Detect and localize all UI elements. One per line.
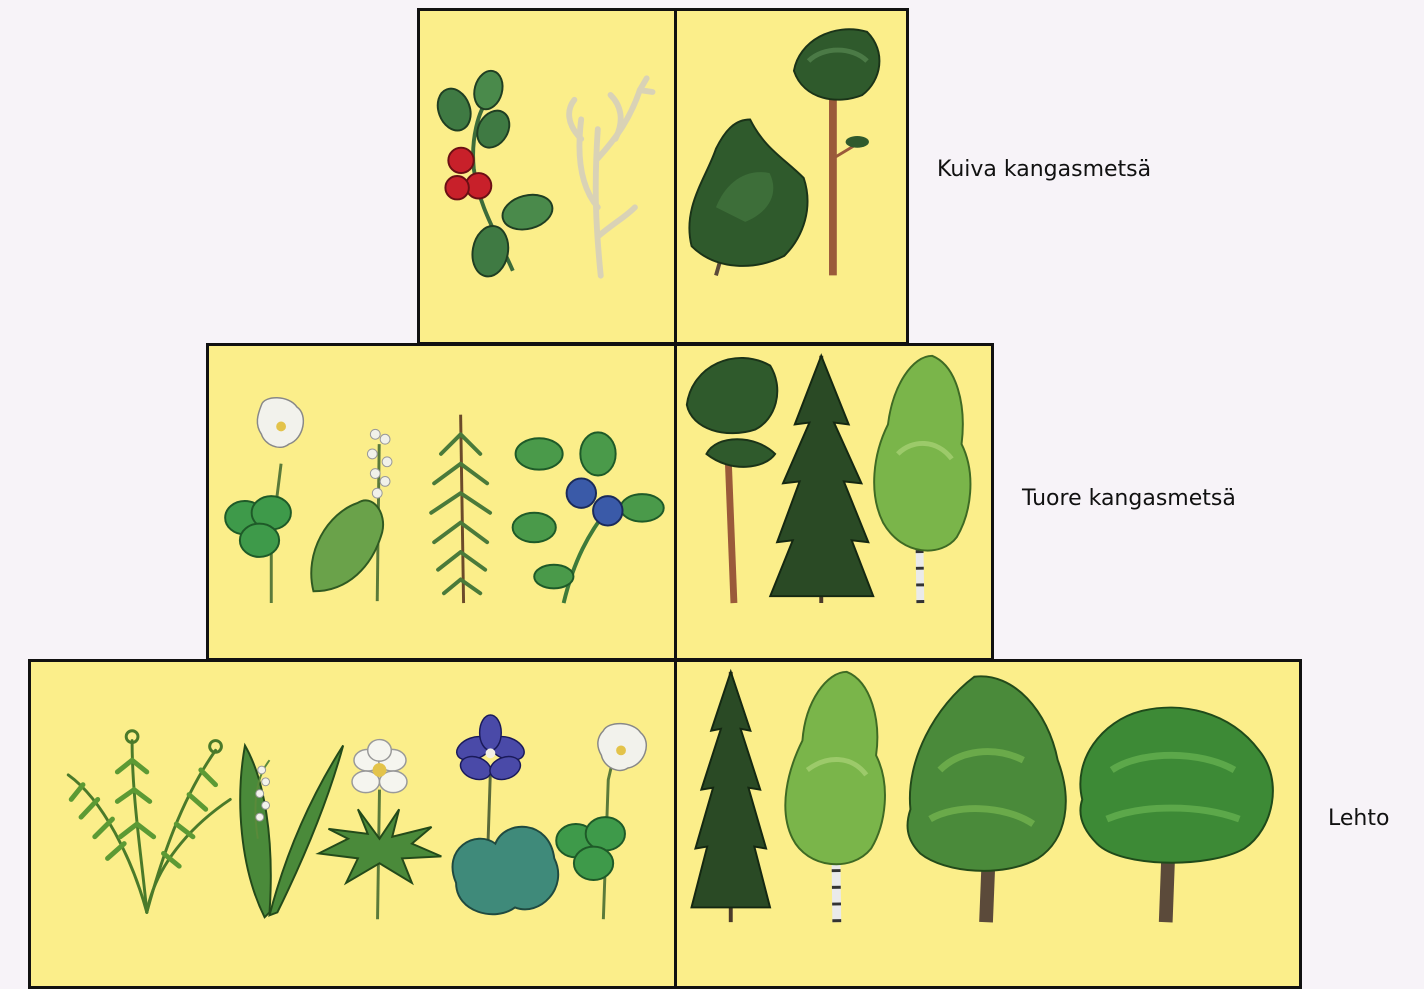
bilberry-icon xyxy=(513,432,664,603)
lehto-plants-box xyxy=(28,659,677,989)
linden-tree-icon xyxy=(908,676,1066,922)
level-label-lehto: Lehto xyxy=(1328,806,1389,831)
kuiva-plants-box xyxy=(417,8,677,345)
hepatica-icon xyxy=(453,715,559,914)
level-label-kuiva: Kuiva kangasmetsä xyxy=(937,157,1151,182)
pine-tree-icon xyxy=(794,29,879,275)
lingonberry-icon xyxy=(432,68,556,280)
pine-tree-icon xyxy=(687,358,777,603)
lehto-trees-box xyxy=(674,659,1302,989)
wood-sorrel-icon xyxy=(556,724,646,920)
spruce-tree-icon xyxy=(691,672,770,922)
birch-tree-icon xyxy=(785,672,885,922)
tuore-plants-box xyxy=(206,343,677,661)
club-moss-icon xyxy=(431,415,490,603)
wood-sorrel-icon xyxy=(225,398,303,603)
fern-icon xyxy=(68,731,230,913)
birch-tree-icon xyxy=(874,356,970,603)
lily-of-the-valley-icon xyxy=(240,745,343,917)
tuore-trees-box xyxy=(674,343,994,661)
reindeer-lichen-icon xyxy=(569,78,652,275)
spruce-tree-icon xyxy=(770,356,873,603)
kuiva-trees-box xyxy=(674,8,909,345)
may-lily-icon xyxy=(311,429,392,601)
spruce-bush-icon xyxy=(689,119,807,275)
level-label-tuore: Tuore kangasmetsä xyxy=(1022,486,1236,511)
maple-tree-icon xyxy=(1080,708,1273,923)
